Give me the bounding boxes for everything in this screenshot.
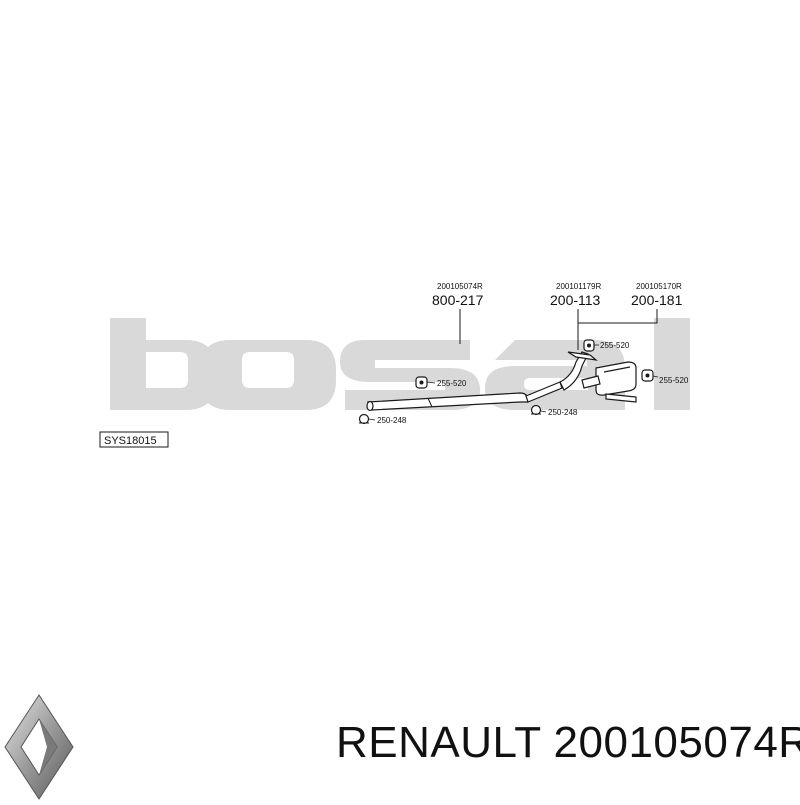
front-pipe — [366, 381, 563, 412]
part-label-800-217: 200105074R 800-217 — [432, 282, 484, 344]
pipe-clamp-icon — [358, 413, 370, 425]
hanger-b: 255-520 — [583, 339, 630, 352]
part-code-label: 800-217 — [432, 292, 484, 308]
oem-number-label: 200105170R — [636, 282, 682, 291]
clamp-code-label: 250-248 — [548, 408, 578, 417]
part-code-label: 200-181 — [631, 292, 683, 308]
pipe-clamp-icon — [530, 404, 542, 416]
clamp-b: 250-248 — [530, 404, 578, 417]
hanger-code-label: 255-520 — [437, 379, 467, 388]
hanger-c: 255-520 — [641, 369, 689, 385]
part-number: 200105074R — [553, 718, 800, 767]
part-label-200-113: 200101179R 200-113 — [550, 282, 601, 350]
system-code-label: SYS18015 — [104, 435, 157, 447]
system-code-box: SYS18015 — [99, 431, 169, 448]
footer-part-title: RENAULT 200105074R — [336, 713, 800, 773]
clamp-code-label: 250-248 — [377, 416, 407, 425]
hanger-code-label: 255-520 — [659, 376, 689, 385]
part-code-label: 200-113 — [550, 292, 601, 308]
rear-muffler-assembly — [559, 351, 637, 403]
brand-name: RENAULT — [336, 718, 541, 767]
bosal-watermark — [110, 318, 690, 410]
hanger-code-label: 255-520 — [600, 341, 630, 350]
oem-number-label: 200105074R — [437, 282, 483, 291]
part-label-200-181: 200105170R 200-181 — [578, 282, 683, 324]
renault-diamond-icon — [4, 694, 74, 800]
oem-number-label: 200101179R — [556, 282, 601, 291]
clamp-a: 250-248 — [358, 413, 407, 425]
hanger-a: 255-520 — [415, 376, 467, 389]
